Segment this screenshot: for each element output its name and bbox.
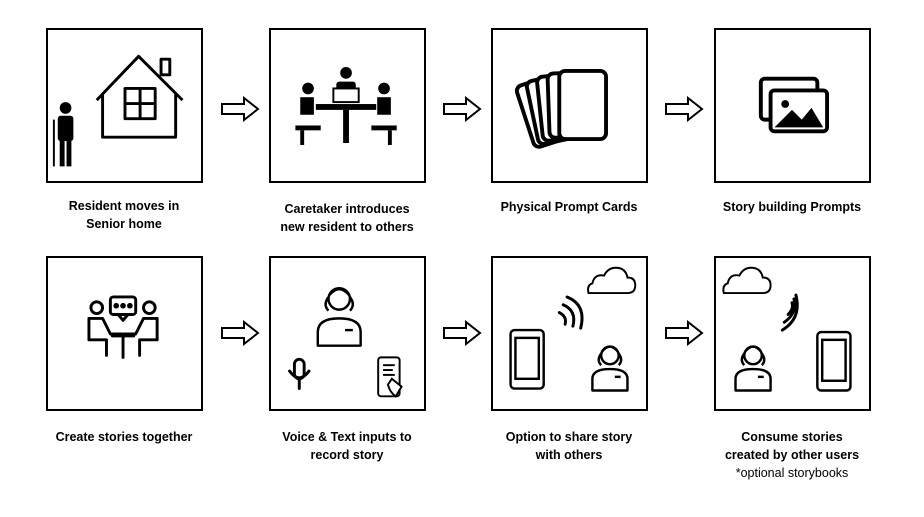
panel-resident-moves-in xyxy=(46,28,203,183)
card-stack-icon xyxy=(514,68,608,149)
panel-story-building-prompts xyxy=(714,28,871,183)
panel-caretaker-introduces xyxy=(269,28,426,183)
microphone-icon xyxy=(288,357,311,391)
image-gallery-icon xyxy=(758,76,830,134)
arrow-right-icon xyxy=(664,95,704,123)
caption-voice-text-inputs: Voice & Text inputs to record story xyxy=(282,430,412,462)
arrow-right-icon xyxy=(664,319,704,347)
phone-icon xyxy=(816,330,852,392)
arrow-right-icon xyxy=(442,319,482,347)
caption-resident-moves-in: Resident moves in Senior home xyxy=(68,199,180,231)
caretaker-avatar-icon xyxy=(316,286,362,347)
signal-waves-icon xyxy=(557,295,584,330)
cloud-icon xyxy=(587,266,637,295)
caption-physical-prompt-cards: Physical Prompt Cards xyxy=(500,200,638,214)
arrow-right-icon xyxy=(220,95,260,123)
meeting-table-icon xyxy=(295,67,397,145)
conversation-icon xyxy=(87,295,159,359)
caption-caretaker-introduces: Caretaker introduces new resident to oth… xyxy=(280,202,414,234)
phone-icon xyxy=(509,328,545,390)
signal-waves-icon xyxy=(780,293,799,332)
caretaker-avatar-icon xyxy=(734,345,772,392)
phone-writing-icon xyxy=(377,356,403,398)
person-icon xyxy=(52,102,74,167)
panel-create-stories-together xyxy=(46,256,203,411)
caption-create-stories-together: Create stories together xyxy=(55,430,193,444)
cloud-icon xyxy=(722,266,772,295)
panel-share-story xyxy=(491,256,648,411)
panel-physical-prompt-cards xyxy=(491,28,648,183)
house-icon xyxy=(95,54,184,139)
optional-note: *optional storybooks xyxy=(735,466,849,480)
arrow-right-icon xyxy=(220,319,260,347)
caption-story-building-prompts: Story building Prompts xyxy=(722,200,862,214)
caretaker-avatar-icon xyxy=(591,345,629,392)
panel-consume-stories xyxy=(714,256,871,411)
caption-share-story: Option to share story with others xyxy=(505,430,633,462)
arrow-right-icon xyxy=(442,95,482,123)
caption-consume-stories: Consume stories created by other users *… xyxy=(692,428,892,482)
panel-voice-text-inputs xyxy=(269,256,426,411)
